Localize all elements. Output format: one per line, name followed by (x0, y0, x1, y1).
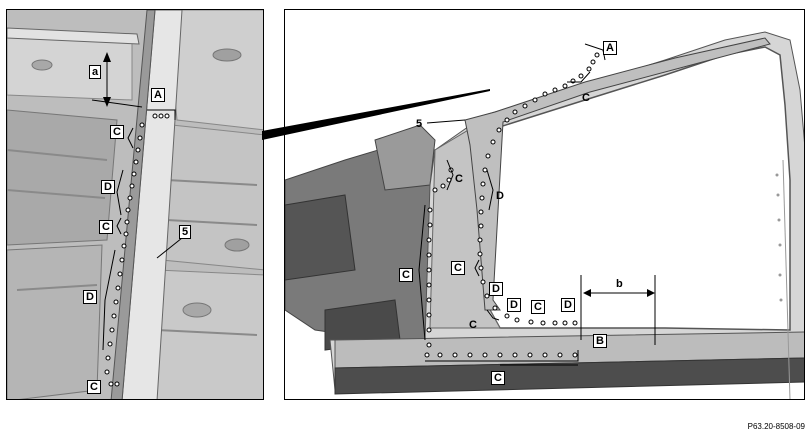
label-C: C (582, 92, 590, 104)
right-overview-view: A C 5 C D C C D D C D C b B C (284, 9, 805, 400)
label-D: D (101, 180, 115, 194)
right-illustration (285, 10, 804, 399)
figure-id: P63.20-8508-09 (747, 422, 805, 431)
label-5: 5 (416, 118, 423, 130)
label-C: C (491, 371, 505, 385)
label-a: a (89, 65, 102, 79)
label-C: C (469, 319, 477, 331)
label-C: C (110, 125, 124, 139)
left-illustration (7, 10, 263, 399)
label-C: C (531, 300, 545, 314)
label-D: D (507, 298, 521, 312)
left-detail-view: a A C D C 5 D C (6, 9, 264, 400)
label-D: D (83, 290, 97, 304)
label-B: B (593, 334, 607, 348)
label-D: D (489, 282, 503, 296)
label-C: C (399, 268, 413, 282)
label-5: 5 (179, 225, 192, 239)
label-A: A (151, 88, 165, 102)
label-A: A (603, 41, 617, 55)
label-C: C (451, 261, 465, 275)
label-D: D (561, 298, 575, 312)
label-D: D (496, 190, 504, 202)
label-b: b (616, 278, 623, 290)
label-C: C (87, 380, 101, 394)
label-C: C (455, 173, 463, 185)
label-C: C (99, 220, 113, 234)
